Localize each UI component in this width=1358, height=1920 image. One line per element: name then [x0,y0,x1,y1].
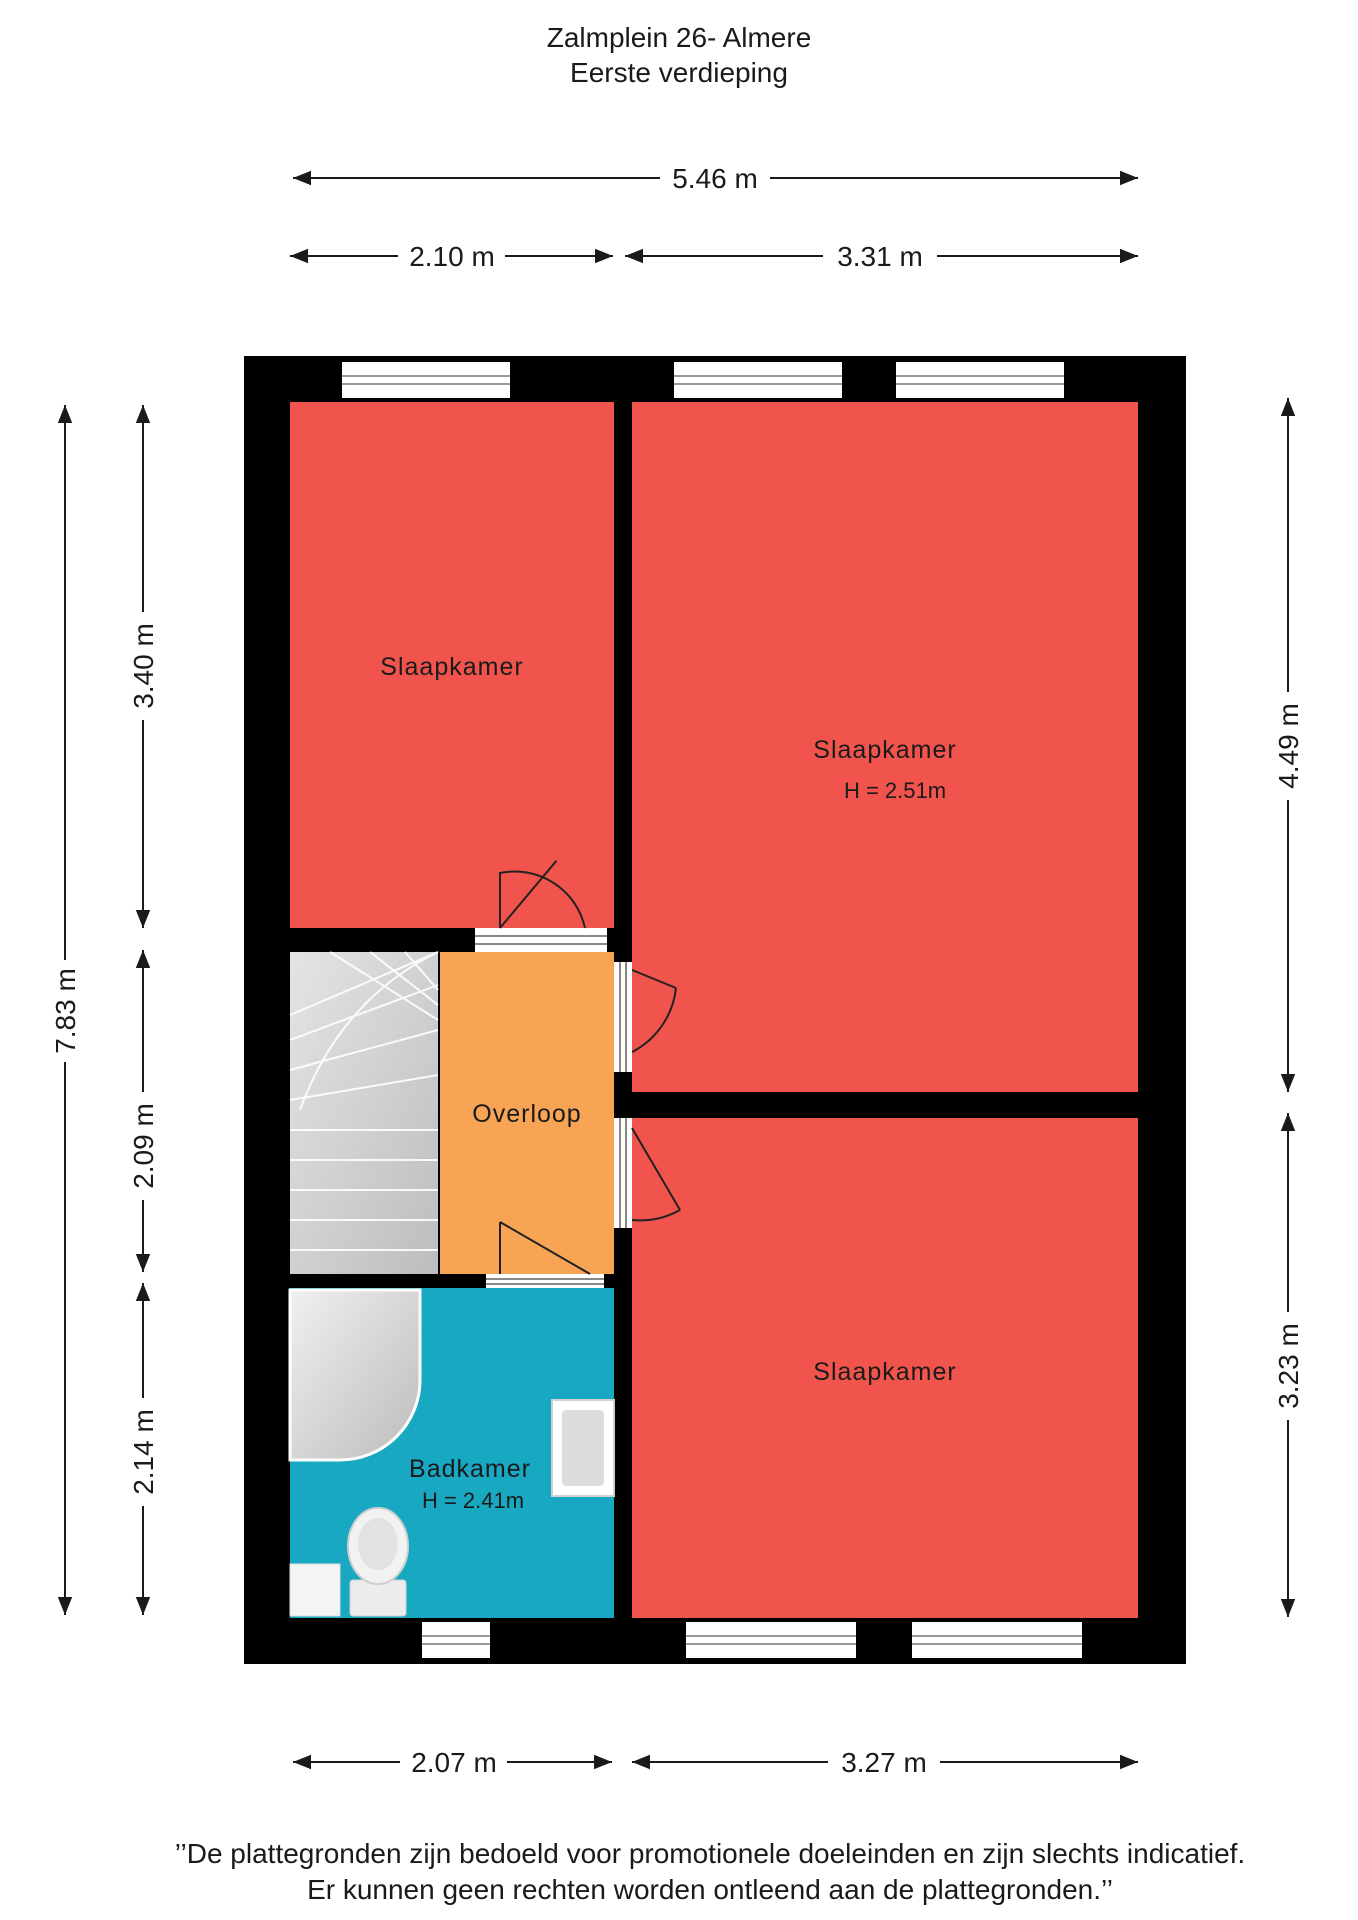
window-bottom-1 [422,1622,490,1658]
dimension-left-middle: 2.09 m [128,950,159,1272]
dimension-left-lower: 2.14 m [128,1283,159,1615]
plan-title: Zalmplein 26- Almere Eerste verdieping [0,20,1358,90]
dim-left-total-label: 7.83 m [50,968,81,1054]
toilet-icon [347,1507,409,1617]
dimension-top-left: 2.10 m [290,241,613,272]
dim-right-lower-label: 3.23 m [1273,1323,1304,1409]
window-bottom-2 [686,1622,856,1658]
dimension-left-upper: 3.40 m [128,405,159,928]
dim-top-right-label: 3.31 m [837,241,923,272]
room-landing [440,952,614,1274]
label-landing: Overloop [472,1100,581,1128]
dim-left-lower-label: 2.14 m [128,1409,159,1495]
disclaimer-line-2: Er kunnen geen rechten worden ontleend a… [307,1874,1113,1905]
door-bedroom-bottom-right [614,1118,681,1228]
label-bedroom-top-right: Slaapkamer [813,736,956,764]
dimension-left-total: 7.83 m [50,405,81,1615]
window-top-2 [674,362,842,398]
height-bedroom-top-right: H = 2.51m [844,778,946,803]
floor-text: Eerste verdieping [570,57,788,88]
dimension-bottom-right: 3.27 m [632,1747,1138,1778]
shower-icon [288,1288,422,1462]
label-bedroom-bottom-right: Slaapkamer [813,1358,956,1386]
dimension-bottom-left: 2.07 m [293,1747,612,1778]
staircase [289,951,439,1274]
dim-bottom-right-label: 3.27 m [841,1747,927,1778]
dim-top-left-label: 2.10 m [409,241,495,272]
room-bedroom-top-left [290,402,614,928]
dimension-right-upper: 4.49 m [1273,398,1304,1092]
window-bottom-3 [912,1622,1082,1658]
door-bedroom-top-right [614,962,677,1072]
dim-top-total-label: 5.46 m [672,163,758,194]
room-bedroom-bottom-right [632,1118,1138,1618]
sink-icon [551,1399,615,1497]
dim-left-middle-label: 2.09 m [128,1103,159,1189]
room-bedroom-top-right [632,402,1138,1092]
disclaimer-line-1: ’’De plattegronden zijn bedoeld voor pro… [174,1838,1246,1869]
dim-right-upper-label: 4.49 m [1273,703,1304,789]
dimension-right-lower: 3.23 m [1273,1113,1304,1617]
dimension-top-right: 3.31 m [625,241,1138,272]
door-bedroom-top-left [475,859,607,952]
door-bathroom [486,1221,604,1288]
window-top-1 [342,362,510,398]
label-bathroom: Badkamer [409,1455,531,1483]
cabinet-icon [289,1563,341,1617]
disclaimer: ’’De plattegronden zijn bedoeld voor pro… [0,1836,1358,1908]
label-bedroom-top-left: Slaapkamer [380,653,523,681]
dim-left-upper-label: 3.40 m [128,623,159,709]
window-top-3 [896,362,1064,398]
address-text: Zalmplein 26- Almere [546,22,812,53]
dim-bottom-left-label: 2.07 m [411,1747,497,1778]
height-bathroom: H = 2.41m [422,1488,524,1513]
dimension-top-total: 5.46 m [293,163,1138,194]
